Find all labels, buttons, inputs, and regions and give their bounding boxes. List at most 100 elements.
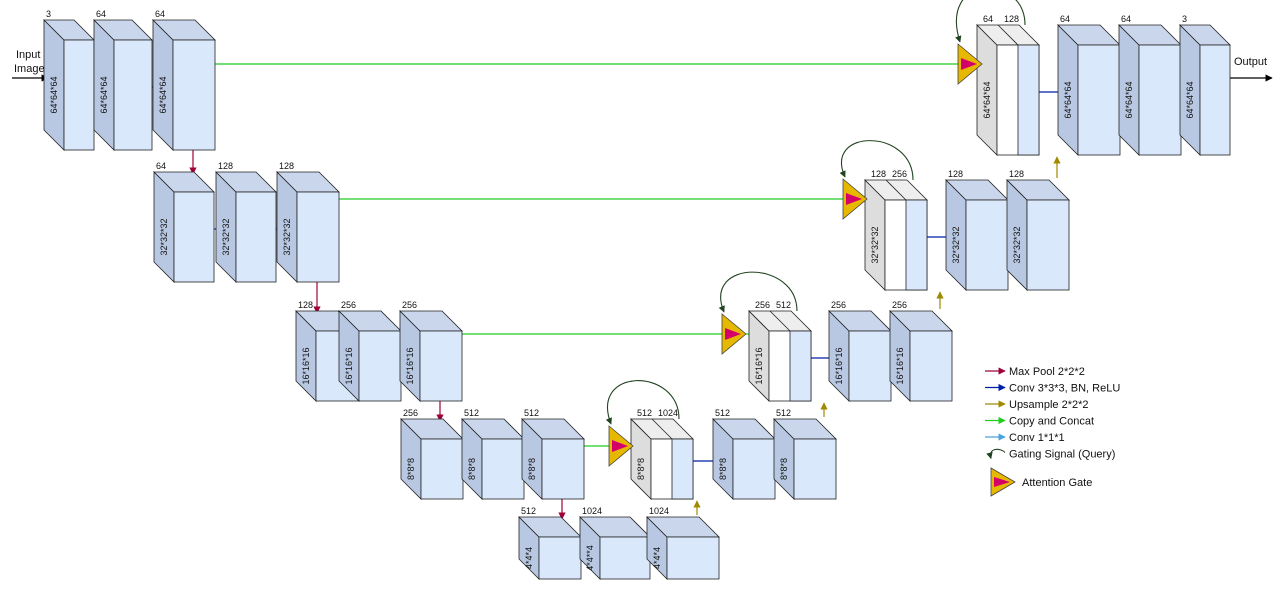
concat-divider [769, 310, 791, 332]
block-front [63, 39, 95, 151]
size-label-enc2c: 32*32*32 [282, 218, 292, 255]
channel-label-enc2b: 128 [218, 161, 233, 171]
concat-divider [651, 418, 673, 440]
legend-gate-inner [994, 477, 1010, 487]
concat-right-half [789, 330, 812, 402]
size-label-dec3cat: 16*16*16 [754, 347, 764, 384]
size-label-dec2c: 32*32*32 [1012, 226, 1022, 263]
block-enc4a [400, 418, 464, 500]
channel-label-dec4cat: 512 [637, 408, 652, 418]
labels-layer: Input Image Output 364*64*646464*64*6464… [14, 9, 1267, 571]
block-dec1cat [976, 24, 1040, 156]
channel-label-dec4b: 512 [715, 408, 730, 418]
size-label-dec4b: 8*8*8 [718, 458, 728, 480]
legend-label: Conv 1*1*1 [1009, 432, 1065, 444]
block-front [1026, 199, 1070, 291]
attention-gate-4 [608, 425, 634, 467]
block-dec4c [773, 418, 837, 500]
attention-gate-2 [842, 178, 868, 220]
legend-item-upsample: Upsample 2*2*2 [985, 399, 1089, 411]
legend-label: Conv 3*3*3, BN, ReLU [1009, 383, 1120, 395]
size-label-enc1c: 64*64*64 [158, 76, 168, 113]
size-label-enc1a: 64*64*64 [49, 76, 59, 113]
concat-right-half [1017, 44, 1040, 156]
block-front [173, 191, 215, 283]
channel-label-dec1c: 64 [1121, 14, 1131, 24]
channel-label-out: 3 [1182, 14, 1187, 24]
channel-label-dec3c: 256 [892, 300, 907, 310]
block-dec3cat [748, 310, 812, 402]
block-bot3 [646, 516, 720, 580]
size-label-enc3a: 16*16*16 [301, 347, 311, 384]
block-front [172, 39, 216, 151]
gating-signal-4 [605, 380, 680, 425]
attention-gates-layer [608, 43, 983, 467]
block-front [732, 438, 776, 500]
block-front [235, 191, 277, 283]
connections-layer [12, 0, 1273, 554]
gate-inner [961, 58, 977, 70]
size-label-dec3c: 16*16*16 [895, 347, 905, 384]
size-label-out: 64*64*64 [1185, 81, 1195, 118]
input-label-line1: Input [16, 49, 40, 61]
input-label-line2: Image [14, 63, 45, 75]
size-label-enc1b: 64*64*64 [99, 76, 109, 113]
block-dec2cat [864, 179, 928, 291]
channel-label-dec3b: 256 [831, 300, 846, 310]
channel-label2-dec1cat: 128 [1004, 14, 1019, 24]
channel-label-dec2b: 128 [948, 169, 963, 179]
block-dec3c [889, 310, 953, 402]
size-label-enc2b: 32*32*32 [221, 218, 231, 255]
size-label-dec4c: 8*8*8 [779, 458, 789, 480]
block-enc2a [153, 171, 215, 283]
block-out [1179, 24, 1231, 156]
channel-label-dec4c: 512 [776, 408, 791, 418]
gate-inner [725, 328, 741, 340]
legend-label: Attention Gate [1022, 477, 1092, 489]
size-label-enc4a: 8*8*8 [406, 458, 416, 480]
legend-item-conv1: Conv 1*1*1 [985, 432, 1065, 444]
channel-label-dec3cat: 256 [755, 300, 770, 310]
block-front [1077, 44, 1121, 156]
block-front [965, 199, 1009, 291]
legend-label: Upsample 2*2*2 [1009, 399, 1089, 411]
block-front [538, 536, 582, 580]
block-front [1138, 44, 1182, 156]
gate-inner [846, 193, 862, 205]
attention-gate-1 [957, 43, 983, 85]
attention-gate-3 [721, 313, 747, 355]
block-front [666, 536, 720, 580]
size-label-dec1b: 64*64*64 [1063, 81, 1073, 118]
size-label-dec2b: 32*32*32 [951, 226, 961, 263]
legend-label: Max Pool 2*2*2 [1009, 366, 1085, 378]
channel-label-enc2a: 64 [156, 161, 166, 171]
channel-label-enc2c: 128 [279, 161, 294, 171]
block-bot1 [518, 516, 582, 580]
block-front [113, 39, 153, 151]
channel-label-enc4b: 512 [464, 408, 479, 418]
concat-divider [885, 179, 907, 201]
size-label-dec2cat: 32*32*32 [870, 226, 880, 263]
channel-label-dec1cat: 64 [983, 14, 993, 24]
block-enc1b [93, 19, 153, 151]
concat-right-half [671, 438, 694, 500]
size-label-enc2a: 32*32*32 [159, 218, 169, 255]
block-dec1c [1118, 24, 1182, 156]
channel-label-bot3: 1024 [649, 506, 669, 516]
size-label-dec3b: 16*16*16 [834, 347, 844, 384]
legend-item-maxpool: Max Pool 2*2*2 [985, 366, 1085, 378]
block-front [599, 536, 651, 580]
channel-label-bot1: 512 [521, 506, 536, 516]
block-front [419, 330, 463, 402]
block-front [481, 438, 525, 500]
block-enc1a [43, 19, 95, 151]
block-enc3b [338, 310, 402, 402]
gating-signal-2 [839, 140, 914, 181]
block-enc2c [276, 171, 340, 283]
size-label-enc3c: 16*16*16 [405, 347, 415, 384]
block-dec4b [712, 418, 776, 500]
gate-inner [612, 440, 628, 452]
channel-label-dec2cat: 128 [871, 169, 886, 179]
